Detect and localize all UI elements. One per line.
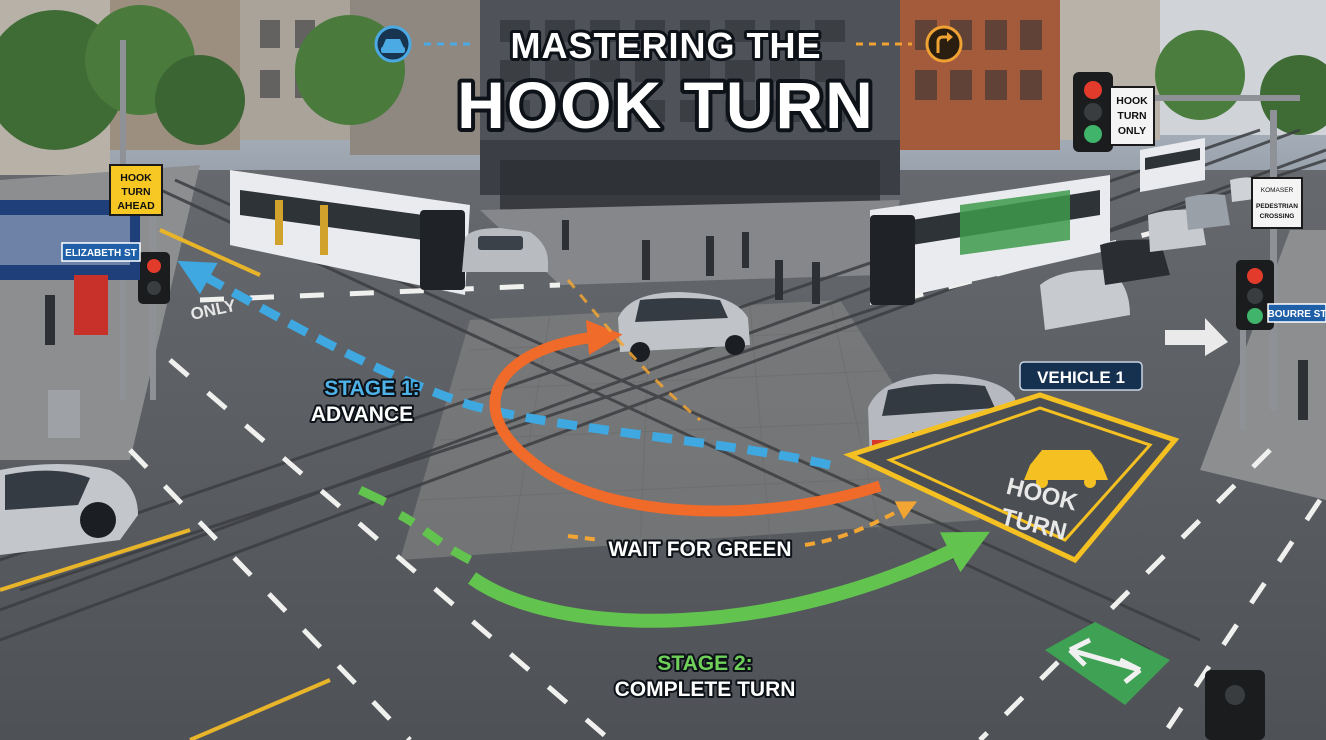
car-row-right (1040, 177, 1262, 330)
street-sign-bourke: BOURRE ST (1267, 303, 1326, 323)
double-arrow-icon (1068, 637, 1142, 684)
traffic-light-top-right (1073, 72, 1113, 152)
title-line2: HOOK TURN (457, 68, 875, 142)
car-silver-left (0, 464, 138, 555)
stage2-arrow (467, 531, 990, 628)
buildings (0, 0, 1326, 210)
tram-right (870, 175, 1110, 305)
pedestrians (45, 220, 1308, 420)
traffic-light-bottom (1205, 670, 1265, 740)
stage2-dash-lead (397, 510, 473, 565)
sign-pedestrian-crossing: KOMASER PEDESTRIAN CROSSING (1251, 177, 1303, 229)
car-silver-top (462, 228, 548, 272)
wait-dash-left (567, 534, 601, 542)
wait-arrow-right (804, 501, 918, 547)
sign-hook-turn-only: HOOK TURN ONLY (1109, 86, 1155, 146)
box-car-icon (1024, 450, 1108, 488)
title-block: MASTERING THE HOOK TURN (374, 22, 963, 146)
traffic-light-right (1236, 260, 1274, 330)
stage2-desc: COMPLETE TURN (615, 678, 796, 701)
tram-distant (1140, 138, 1205, 192)
sidewalk-right (1200, 230, 1326, 500)
sign-ped-line3: CROSSING (1260, 213, 1295, 220)
stage1-desc: ADVANCE (311, 403, 413, 426)
sign-ahead-line3: AHEAD (117, 200, 155, 212)
sign-ahead-line1: HOOK (120, 172, 152, 184)
sign-only-line3: ONLY (1118, 125, 1146, 137)
street-sign-elizabeth: ELIZABETH ST (61, 242, 141, 262)
sidewalk-top (480, 200, 900, 285)
vehicle-label: VEHICLE 1 (1019, 361, 1143, 391)
street-sign-bourke-text: BOURRE ST (1268, 309, 1326, 320)
wait-for-green-label: WAIT FOR GREEN (608, 538, 791, 561)
bin (48, 390, 80, 438)
green-arrow-pad (1045, 622, 1170, 705)
street-sign-elizabeth-text: ELIZABETH ST (65, 248, 137, 259)
stage2-title: STAGE 2: (657, 652, 752, 675)
stage2-dash-tail (358, 485, 387, 507)
stage1-title: STAGE 1: (324, 377, 419, 400)
road-arrow-right (1165, 318, 1228, 356)
sign-ahead-line2: TURN (121, 186, 150, 198)
sign-hook-turn-ahead: HOOK TURN AHEAD (109, 164, 163, 216)
wait-dash-top (566, 279, 701, 422)
sign-only-line2: TURN (1117, 110, 1146, 122)
traffic-light-left (138, 252, 170, 304)
red-booth (74, 275, 108, 335)
stage1-arrow (177, 260, 831, 470)
tram-left (230, 170, 470, 295)
yellow-lines (0, 228, 331, 740)
turn-arrow-icon (925, 25, 963, 63)
vehicle-label-text: VEHICLE 1 (1037, 368, 1125, 387)
sign-ped-line1: KOMASER (1261, 187, 1294, 194)
hook-turn-box (843, 392, 1180, 564)
car-silver-center (618, 292, 750, 362)
sign-only-line1: HOOK (1116, 95, 1148, 107)
title-line1: MASTERING THE (510, 25, 821, 66)
sign-ped-line2: PEDESTRIAN (1256, 203, 1298, 210)
orange-turn-arc (489, 319, 882, 517)
car-icon (374, 25, 412, 63)
